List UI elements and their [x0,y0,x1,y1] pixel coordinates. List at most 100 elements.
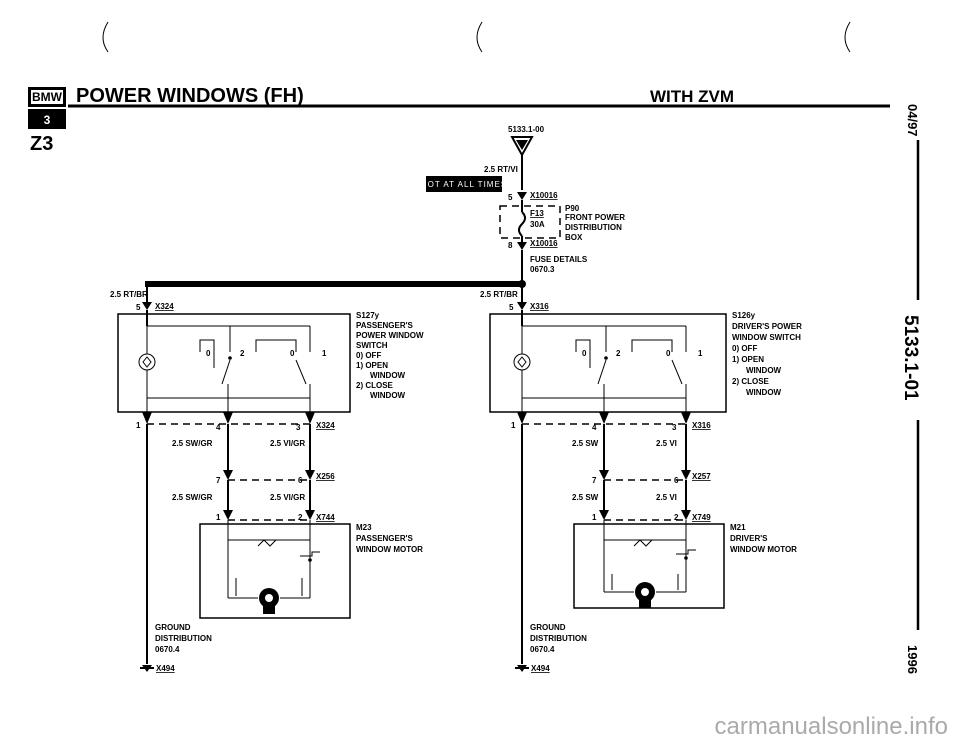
right-switch-pos-0b: 0 [666,349,671,358]
left-ground-connector: X494 [156,664,175,673]
left-switch-pos-2: 2 [240,349,245,358]
left-switch-pos-0a: 0 [206,349,211,358]
right-switch-pos-0a: 0 [582,349,587,358]
right-switch-pos-1: 1 [698,349,703,358]
right-motor-thermal-switch [633,539,653,547]
right-switch-label-6: 2) CLOSE [732,377,770,386]
model-label: Z3 [30,133,53,155]
logo-top-inner [31,90,63,104]
left-switch-label-6: WINDOW [370,371,406,380]
right-switch-label-0: S126y [732,311,756,320]
left-motor-box [199,523,351,619]
right-switch-pos-2: 2 [616,349,621,358]
side-code: 5133.1-01 [900,315,921,401]
left-feed-pin-arrow [142,302,152,310]
left-pin-3-arrow [305,412,315,424]
feed-pin-top: 5 [508,193,513,202]
left-motor-label-2: WINDOW MOTOR [356,545,423,554]
binding-mark [844,21,851,53]
fuse-amperage: 30A [530,220,545,229]
left-connector-3: X744 [316,513,335,522]
fuse-ref: P90 [565,204,580,213]
left-switch-label-7: 2) CLOSE [356,381,394,390]
fuse-desc-2: DISTRIBUTION [565,223,622,232]
left-pin-3: 3 [296,423,301,432]
feed-wire-label: 2.5 RT/VI [484,165,518,174]
right-connector-3: X749 [692,513,711,522]
left-switch-label-2: POWER WINDOW [356,331,424,340]
left-motor-node [308,558,312,562]
right-switch-label-7: WINDOW [746,388,782,397]
left-pin-7-arrow [223,470,233,480]
right-pin-7: 7 [592,476,597,485]
left-switch-box [117,313,351,413]
left-motor-label-0: M23 [356,523,372,532]
left-feed-connector: X324 [155,302,174,311]
left-wire-b-label: 2.5 VI/GR [270,439,305,448]
right-feed-pin-arrow [517,302,527,310]
left-ground-label-0: GROUND [155,623,191,632]
right-wire-b-label: 2.5 VI [656,439,677,448]
hot-at-all-times-text: HOT AT ALL TIMES [421,180,507,189]
right-switch-lamp-diode [517,356,527,368]
right-ground-label-2: 0670.4 [530,645,555,654]
left-pin-6-arrow [305,470,315,480]
left-wire-a-label: 2.5 SW/GR [172,439,213,448]
right-switch-node [604,356,608,360]
left-switch-blade-a [221,359,231,385]
right-pin-3-arrow [681,412,691,424]
fuse-name: F13 [530,209,544,218]
right-pin-4: 4 [592,423,597,432]
left-pin-6: 6 [298,476,303,485]
left-wire-d-label: 2.5 VI/GR [270,493,305,502]
logo-text: BMW [32,90,63,104]
right-switch-label-3: 0) OFF [732,344,757,353]
left-motor-icon-inner [265,594,273,602]
watermark: carmanualsonline.info [715,713,948,740]
left-pin-m1-arrow [223,510,233,520]
left-switch-label-0: S127y [356,311,380,320]
fuse-box-outline [499,205,561,239]
feed-ref-triangle [510,136,534,158]
binding-mark [102,21,109,53]
hot-at-all-times-badge [426,176,502,192]
left-motor-limit [300,551,320,557]
left-switch-contact-c [255,339,297,352]
right-motor-node [684,556,688,560]
logo-sub: 3 [44,113,51,127]
page-title: POWER WINDOWS (FH) [76,85,304,107]
left-pin-m1: 1 [216,513,221,522]
left-pin-1-arrow [142,412,152,424]
left-ground-label-1: DISTRIBUTION [155,634,212,643]
right-switch-contact-c [631,339,673,352]
right-switch-label-5: WINDOW [746,366,782,375]
right-feed-wire-label: 2.5 RT/BR [480,290,518,299]
right-pin-6-arrow [681,470,691,480]
left-switch-label-4: 0) OFF [356,351,381,360]
left-switch-label-5: 1) OPEN [356,361,388,370]
right-motor-label-2: WINDOW MOTOR [730,545,797,554]
right-circuit-driver: 2.5 RT/BR 5 X316 0 2 0 1 S126y DRIVER'S … [480,284,802,673]
right-switch-label-4: 1) OPEN [732,355,764,364]
left-feed-pin: 5 [136,303,141,312]
right-pin-1: 1 [511,421,516,430]
binding-mark [476,21,483,53]
left-pin-4-arrow [223,412,233,424]
left-connector-2: X256 [316,472,335,481]
right-wire-a-label: 2.5 SW [572,439,599,448]
right-pin-m1-arrow [599,510,609,520]
right-switch-blade-b [671,359,683,385]
left-motor-terminal [263,606,275,614]
right-pin-1-arrow [517,412,527,424]
left-ground-label-2: 0670.4 [155,645,180,654]
right-motor-icon-inner [641,588,649,596]
left-motor-label-1: PASSENGER'S [356,534,414,543]
fuse-element [518,211,526,237]
left-pin-1: 1 [136,421,141,430]
logo-bottom-block [28,109,66,129]
left-connector-mid: X324 [316,421,335,430]
feed-ref-triangle-inner [516,140,528,150]
feed-connector-top: X10016 [530,191,558,200]
fuse-details-2: 0670.3 [530,265,555,274]
right-feed-connector: X316 [530,302,549,311]
